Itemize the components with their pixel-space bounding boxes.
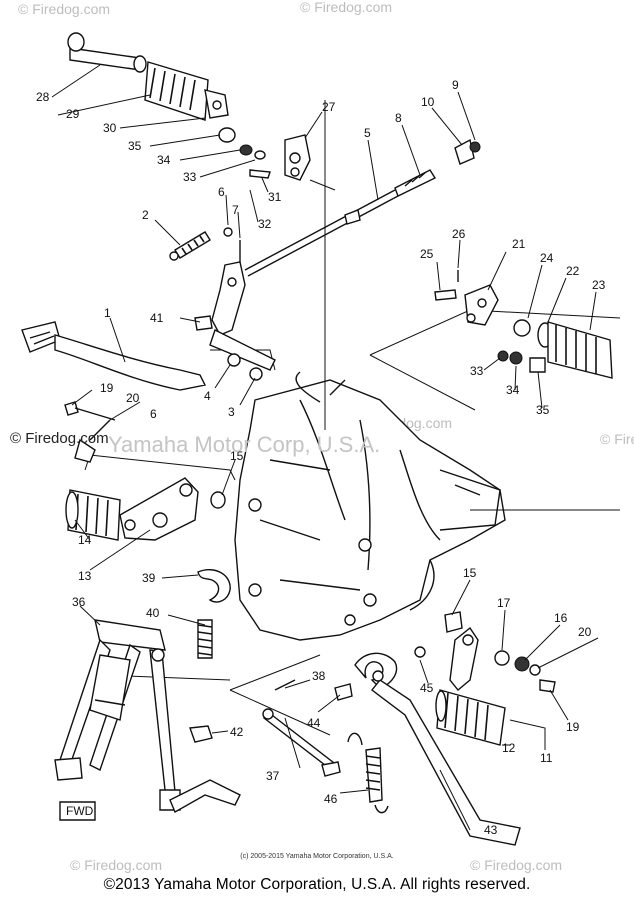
callout-7: 7 [232,203,239,217]
callout-41: 41 [150,311,164,325]
callout-9: 9 [452,78,459,92]
small-copyright: (c) 2005-2015 Yamaha Motor Corporation, … [240,853,394,860]
callout-37: 37 [266,769,280,783]
callout-6-top: 6 [218,185,225,199]
callout-19-right: 19 [566,720,580,734]
callout-40: 40 [146,606,160,620]
callout-labels: 28 29 30 35 34 33 31 32 6 7 2 27 5 8 10 … [36,78,606,837]
watermark-right: © Firedog.com [600,431,634,447]
callout-13: 13 [78,569,92,583]
callout-44: 44 [307,716,321,730]
callout-1: 1 [104,306,111,320]
brake-rod-assembly [244,138,481,277]
callout-27: 27 [322,100,336,114]
callout-43: 43 [484,823,498,837]
leader-lines [51,64,599,831]
callout-38: 38 [312,669,326,683]
rear-footrest-assembly-left [67,32,311,181]
callout-26: 26 [452,227,466,241]
callout-46: 46 [324,792,338,806]
front-footrest-right [435,611,556,746]
frame [234,371,506,641]
callout-21: 21 [512,237,526,251]
watermark-yamaha: Yamaha Motor Corp, U.S.A. [108,432,380,457]
callout-5: 5 [364,126,371,140]
fwd-indicator: FWD [59,801,96,821]
callout-15-left: 15 [230,449,244,463]
callout-36: 36 [72,595,86,609]
callout-15-right: 15 [463,566,477,580]
callout-14: 14 [78,533,92,547]
callout-45: 45 [420,681,434,695]
brake-pedal-assembly [21,261,276,391]
callout-33-right: 33 [470,364,484,378]
watermark-top-left: © Firedog.com [18,1,110,17]
callout-28: 28 [36,90,50,104]
watermark-bottom-left: © Firedog.com [70,857,162,873]
footrest-bolt-left [64,401,116,463]
callout-34-top: 34 [157,153,171,167]
watermark-top-center: © Firedog.com [300,0,392,15]
callout-19-left: 19 [100,381,114,395]
callout-6-left: 6 [150,407,157,421]
callout-34-right: 34 [506,383,520,397]
callout-3: 3 [228,405,235,419]
callout-42: 42 [230,725,244,739]
callout-20-right: 20 [578,625,592,639]
footer-copyright: ©2013 Yamaha Motor Corporation, U.S.A. A… [103,876,531,893]
callout-24: 24 [540,251,554,265]
callout-11: 11 [540,751,553,765]
callout-4: 4 [204,389,211,403]
side-stand-assembly [347,646,521,846]
watermark-bottom-right: © Firedog.com [470,857,562,873]
callout-33-top: 33 [183,170,197,184]
callout-16: 16 [554,611,568,625]
callout-29: 29 [66,107,80,121]
callout-23: 23 [592,278,606,292]
callout-35-right: 35 [536,403,550,417]
fwd-label: FWD [66,804,94,818]
callout-32: 32 [258,217,272,231]
callout-22: 22 [566,264,580,278]
front-footrest-left [65,477,226,541]
callout-39: 39 [142,571,156,585]
callout-25: 25 [420,247,434,261]
callout-35-top: 35 [128,139,142,153]
rear-footrest-assembly-right [434,270,613,379]
callout-12: 12 [502,741,516,755]
callout-10: 10 [421,95,435,109]
brake-spring-assembly [169,227,241,262]
watermark-firedog-logo: © Firedog.com [10,430,109,447]
callout-17: 17 [497,596,511,610]
callout-31: 31 [268,190,282,204]
nut-42 [189,725,213,743]
callout-30: 30 [103,121,117,135]
callout-8: 8 [395,111,402,125]
callout-20-left: 20 [126,391,140,405]
callout-2: 2 [142,208,149,222]
stand-spring-assembly [197,569,231,659]
main-stand [54,619,241,813]
